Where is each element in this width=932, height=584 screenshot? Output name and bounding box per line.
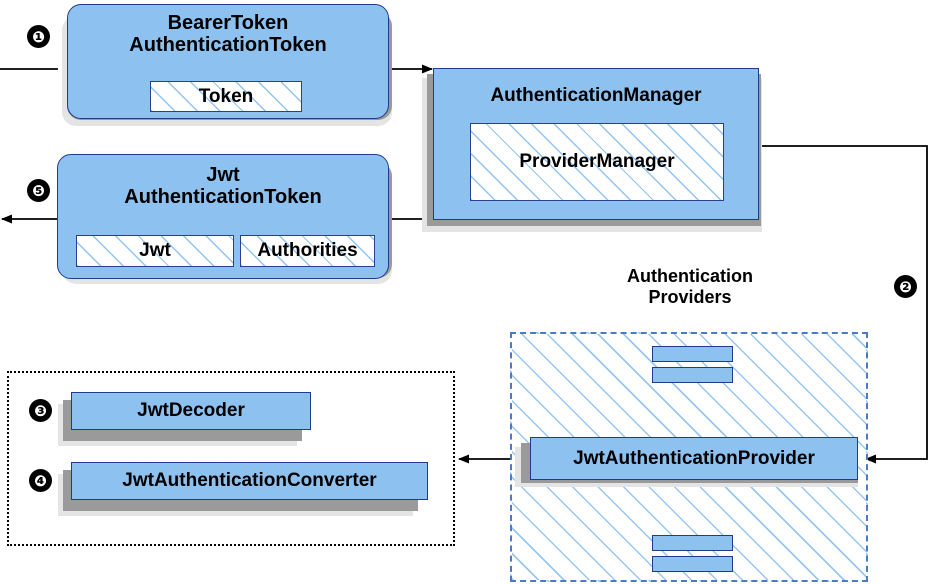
- bearer-token-authentication-token-label: BearerToken AuthenticationToken: [129, 12, 327, 57]
- token-slot: Token: [150, 81, 302, 112]
- provider-stub-bottom-2: [652, 556, 733, 572]
- jwt-support-group: [7, 371, 455, 546]
- authorities-label: Authorities: [257, 240, 358, 261]
- jwt-authentication-token-node[interactable]: Jwt AuthenticationToken Jwt Authorities: [57, 154, 389, 279]
- bearer-token-authentication-token-node[interactable]: BearerToken AuthenticationToken Token: [67, 4, 389, 119]
- jwt-decoder-label: JwtDecoder: [137, 400, 245, 422]
- authorities-slot: Authorities: [240, 235, 375, 267]
- step-badge-2: ❷: [894, 275, 917, 298]
- jwt-authentication-token-label: Jwt AuthenticationToken: [124, 164, 322, 209]
- jwt-authentication-converter-node[interactable]: JwtAuthenticationConverter: [71, 462, 428, 500]
- jwt-slot: Jwt: [76, 235, 234, 267]
- jwt-label: Jwt: [139, 240, 171, 261]
- jwt-decoder-node[interactable]: JwtDecoder: [71, 392, 311, 430]
- provider-stub-bottom-1: [652, 535, 733, 551]
- step-badge-3: ❸: [29, 399, 52, 422]
- provider-manager-slot: ProviderManager: [470, 123, 724, 201]
- authentication-manager-node[interactable]: AuthenticationManager ProviderManager: [433, 68, 759, 220]
- step-badge-1-label: ❶: [32, 27, 45, 46]
- authentication-manager-label: AuthenticationManager: [490, 85, 702, 106]
- step-badge-2-label: ❷: [899, 277, 912, 296]
- provider-manager-label: ProviderManager: [519, 151, 675, 172]
- step-badge-5-label: ❺: [32, 181, 45, 200]
- authentication-providers-caption: Authentication Providers: [627, 266, 753, 307]
- step-badge-3-label: ❸: [34, 401, 47, 420]
- step-badge-1: ❶: [27, 25, 50, 48]
- token-label: Token: [198, 85, 254, 107]
- step-badge-4: ❹: [29, 469, 52, 492]
- provider-stub-top-2: [652, 367, 733, 383]
- step-badge-4-label: ❹: [34, 471, 47, 490]
- jwt-authentication-converter-label: JwtAuthenticationConverter: [122, 470, 377, 492]
- jwt-authentication-provider-node[interactable]: JwtAuthenticationProvider: [530, 437, 858, 480]
- step-badge-5: ❺: [27, 179, 50, 202]
- jwt-authentication-provider-label: JwtAuthenticationProvider: [573, 447, 815, 469]
- provider-stub-top-1: [652, 346, 733, 362]
